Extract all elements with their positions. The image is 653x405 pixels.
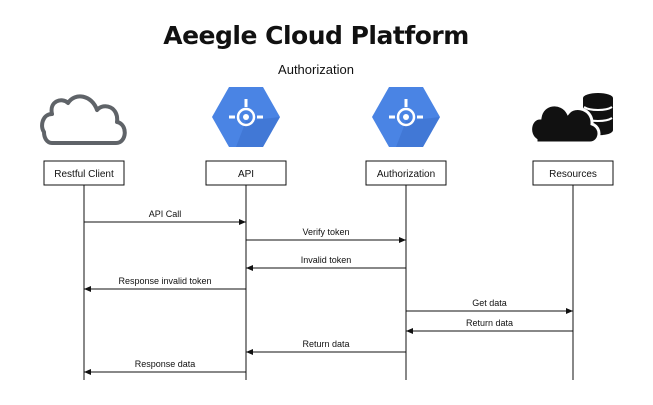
message-label: API Call xyxy=(149,209,182,219)
api-hexagon-icon xyxy=(212,87,280,147)
diagram-title: Aeegle Cloud Platform xyxy=(163,21,469,50)
message-label: Invalid token xyxy=(301,255,352,265)
cloud-outline-icon xyxy=(40,94,127,145)
message-arrow: Return data xyxy=(406,318,573,334)
authorization-hexagon-icon xyxy=(372,87,440,147)
message-arrow: API Call xyxy=(84,209,246,225)
message-arrow: Verify token xyxy=(246,227,406,243)
participant-box-authorization: Authorization xyxy=(365,160,447,186)
message-arrow: Response invalid token xyxy=(84,276,246,292)
message-label: Verify token xyxy=(302,227,349,237)
message-arrow: Response data xyxy=(84,359,246,375)
message-label: Response invalid token xyxy=(118,276,211,286)
message-arrow: Get data xyxy=(406,298,573,314)
message-label: Get data xyxy=(472,298,507,308)
participant-box-restful-client: Restful Client xyxy=(43,160,125,186)
message-label: Return data xyxy=(302,339,349,349)
diagram-subtitle: Authorization xyxy=(278,62,354,77)
cloud-database-icon xyxy=(529,93,613,145)
participant-label: Resources xyxy=(549,169,597,180)
participant-label: API xyxy=(238,169,254,180)
participant-label: Authorization xyxy=(377,169,435,180)
participant-box-resources: Resources xyxy=(532,160,614,186)
message-label: Response data xyxy=(135,359,196,369)
participant-box-api: API xyxy=(205,160,287,186)
message-arrow: Return data xyxy=(246,339,406,355)
message-arrow: Invalid token xyxy=(246,255,406,271)
message-label: Return data xyxy=(466,318,513,328)
participant-label: Restful Client xyxy=(54,169,114,180)
